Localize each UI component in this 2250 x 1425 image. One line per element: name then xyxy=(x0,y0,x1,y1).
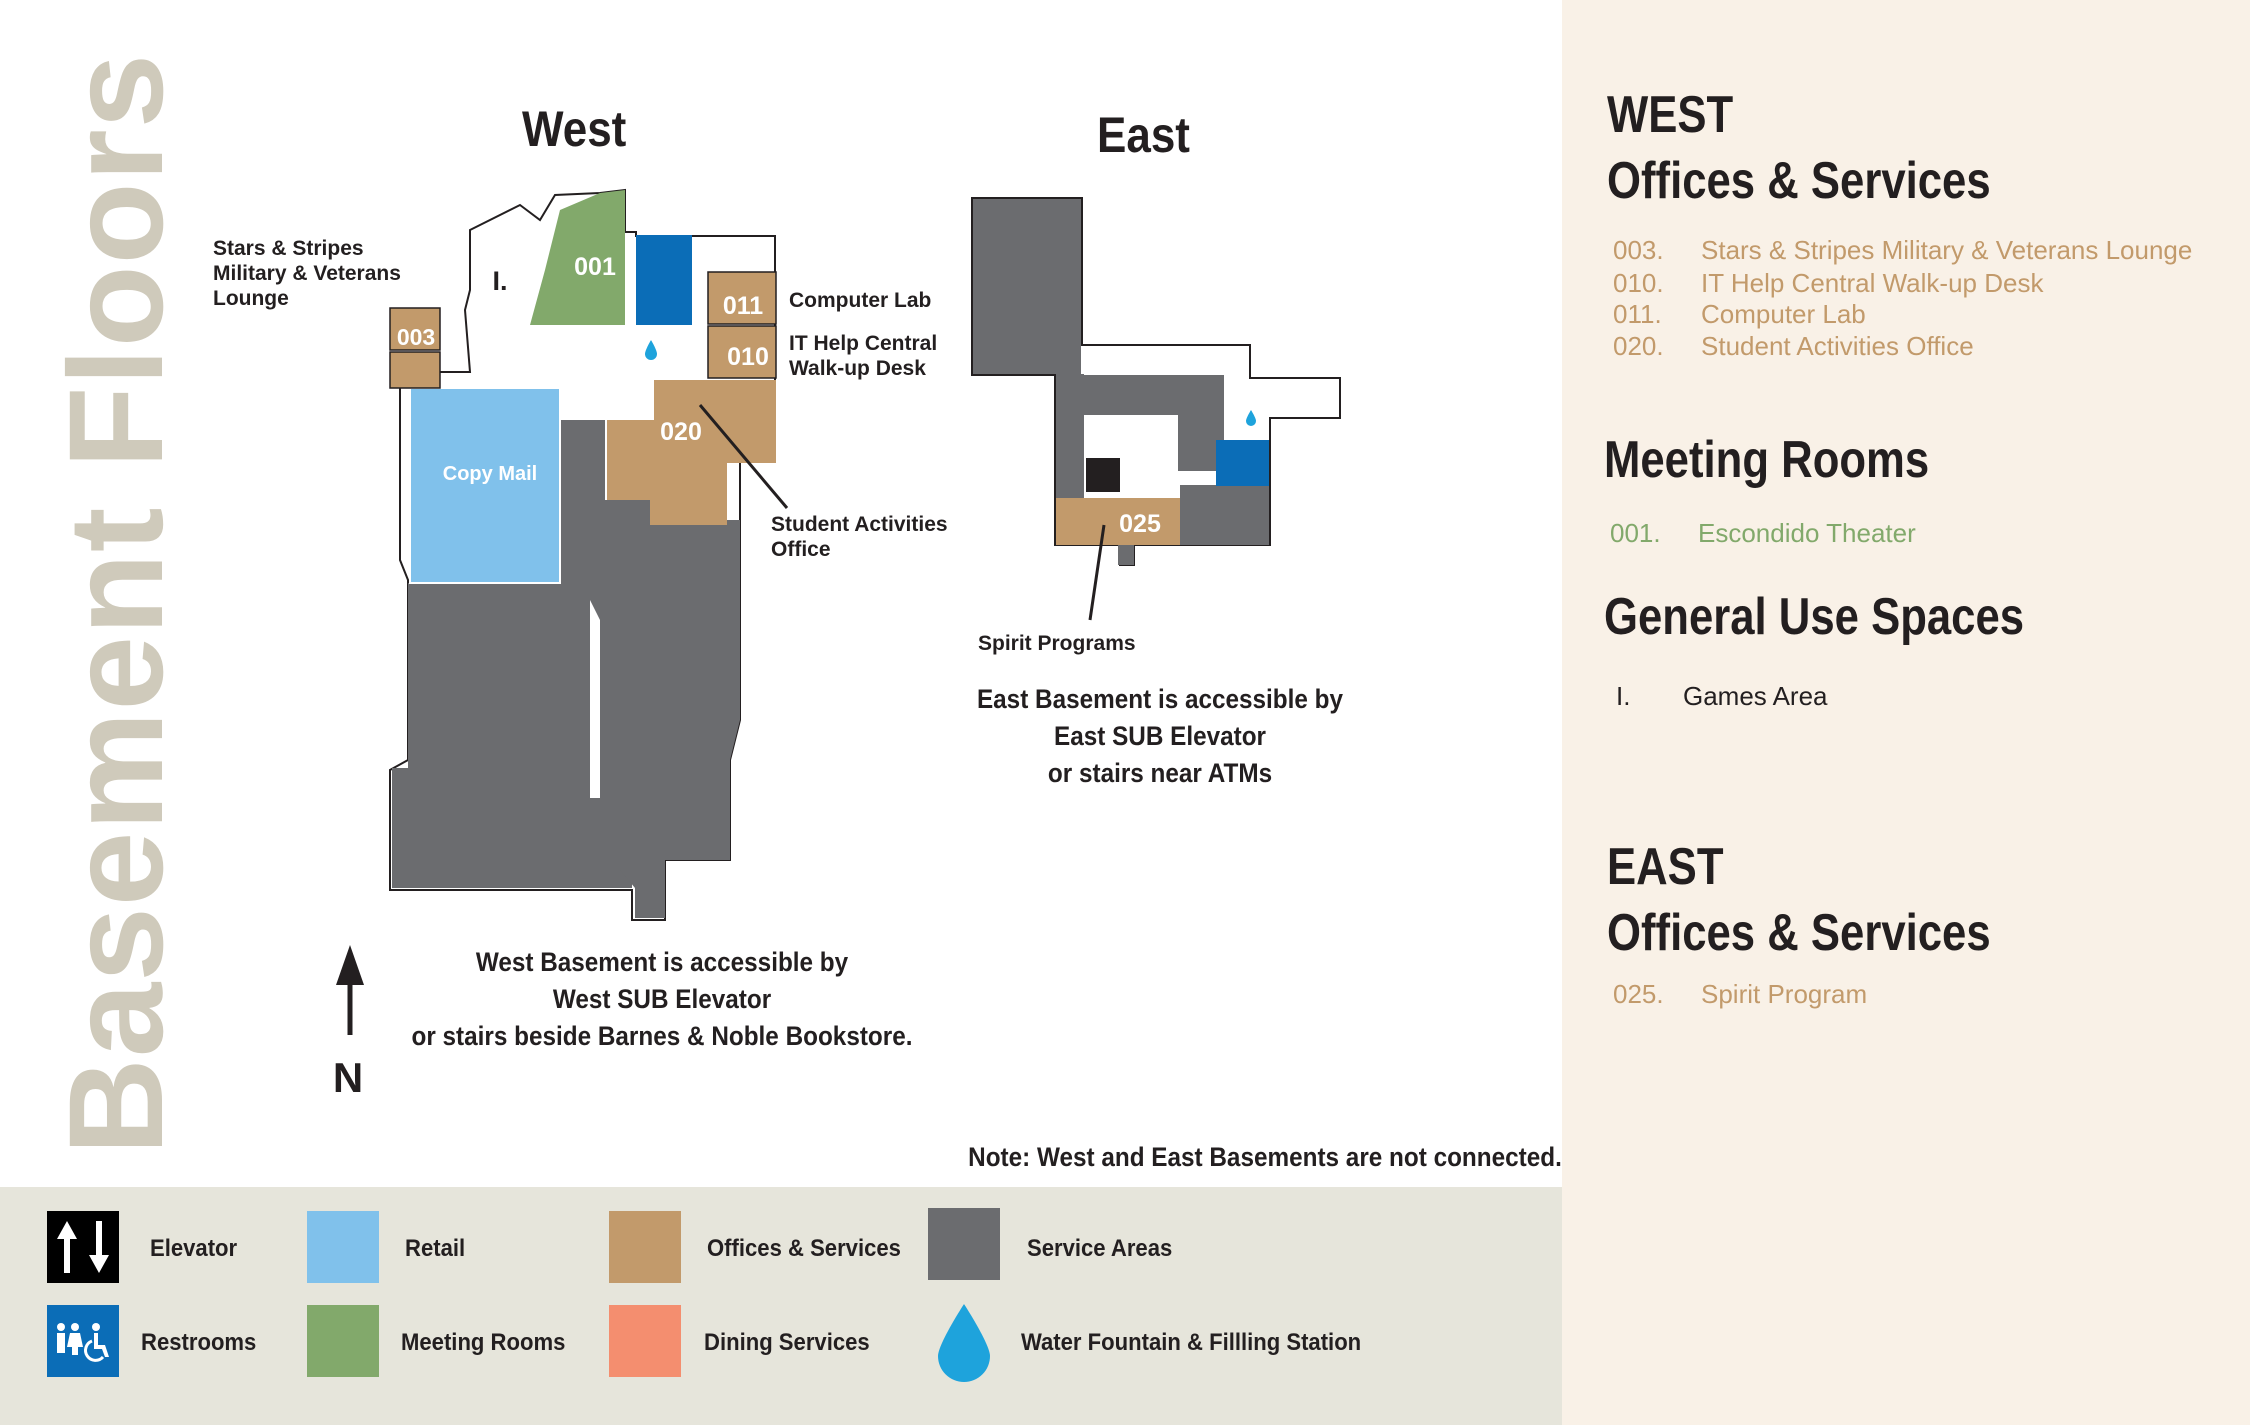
east-elevator-icon xyxy=(1086,458,1120,492)
legend-dining-label: Dining Services xyxy=(704,1329,870,1356)
east-service-north xyxy=(973,199,1081,374)
legend-offices-label: Offices & Services xyxy=(707,1235,901,1262)
student-activities-callout-line2: Office xyxy=(771,538,831,561)
west-water-fountain-icon xyxy=(645,340,657,360)
service-corridor xyxy=(560,420,590,780)
list-item-name: Games Area xyxy=(1683,681,1828,711)
west-offices-heading: WEST Offices & Services xyxy=(1607,82,1991,214)
room-025-label: 025 xyxy=(1119,510,1161,538)
east-access-line3: or stairs near ATMs xyxy=(1047,758,1273,788)
office-025 xyxy=(1056,498,1180,545)
meeting-room-001 xyxy=(530,190,625,325)
west-heading: West xyxy=(522,101,627,157)
list-item-name: Computer Lab xyxy=(1701,299,1866,329)
east-water-fountain-icon xyxy=(1246,410,1256,426)
list-item-name: Stars & Stripes Military & Veterans Loun… xyxy=(1701,235,2193,265)
list-item-number: 011. xyxy=(1613,299,1662,329)
east-service-corridor xyxy=(1056,374,1084,498)
east-offices-heading-line1: EAST xyxy=(1607,838,1724,896)
computer-lab-callout: Computer Lab xyxy=(789,289,932,312)
office-010 xyxy=(707,325,777,379)
room-003-label: 003 xyxy=(397,324,435,350)
legend-bar xyxy=(0,1187,1562,1425)
north-arrow-head-icon xyxy=(336,945,364,985)
meeting-rooms-heading: Meeting Rooms xyxy=(1604,431,1930,489)
not-connected-note: Note: West and East Basements are not co… xyxy=(968,1142,1562,1172)
retail-copy-mail xyxy=(409,387,561,584)
list-item-name: IT Help Central Walk-up Desk xyxy=(1701,268,2044,298)
east-stair-box xyxy=(1118,545,1134,565)
legend-restrooms-label: Restrooms xyxy=(141,1329,257,1356)
west-floor-plan: 001 003 011 010 020 I. Copy Mail xyxy=(389,188,789,921)
retail-swatch xyxy=(307,1211,379,1283)
leader-line-020 xyxy=(698,404,789,509)
floor-plan-map: 001 003 011 010 020 I. Copy Mail 025 N xyxy=(333,188,1341,1101)
list-item-name: Escondido Theater xyxy=(1698,518,1916,548)
room-011-label: 011 xyxy=(723,292,763,320)
west-access-line1: West Basement is accessible by xyxy=(475,947,849,977)
east-access-line1: East Basement is accessible by xyxy=(976,684,1344,714)
list-item-number: 010. xyxy=(1613,268,1664,298)
legend-meeting-label: Meeting Rooms xyxy=(401,1329,566,1356)
west-restrooms xyxy=(636,235,692,325)
copy-mail-label: Copy Mail xyxy=(443,463,537,485)
north-label: N xyxy=(333,1054,363,1101)
east-heading: East xyxy=(1097,107,1190,163)
list-item-name: Student Activities Office xyxy=(1701,331,1974,361)
east-offices-heading: EAST Offices & Services xyxy=(1607,834,1991,966)
directory-sidebar xyxy=(1562,0,2250,1425)
meeting-swatch xyxy=(307,1305,379,1377)
room-001-label: 001 xyxy=(574,253,616,281)
leader-line-025 xyxy=(1088,524,1106,621)
general-use-heading: General Use Spaces xyxy=(1604,588,2025,646)
room-020-label: 020 xyxy=(660,418,702,446)
east-service-southeast xyxy=(1180,485,1269,545)
east-restrooms xyxy=(1216,440,1269,486)
office-003-annex xyxy=(389,351,441,389)
list-item-number: 003. xyxy=(1613,235,1664,265)
it-help-callout-line2: Walk-up Desk xyxy=(789,357,926,380)
legend-service-label: Service Areas xyxy=(1027,1235,1173,1262)
service-swatch xyxy=(928,1208,1000,1280)
office-020 xyxy=(607,380,776,525)
service-area-central xyxy=(560,420,740,918)
legend-elevator-label: Elevator xyxy=(150,1235,238,1262)
office-003 xyxy=(389,307,441,351)
student-activities-callout: Student Activities Office xyxy=(771,512,948,562)
lounge-callout-line2: Military & Veterans xyxy=(213,262,401,285)
list-item-number: 020. xyxy=(1613,331,1664,361)
spirit-programs-callout: Spirit Programs xyxy=(978,632,1136,655)
list-item-number: I. xyxy=(1616,681,1631,711)
west-offices-heading-line2: Offices & Services xyxy=(1607,152,1991,210)
it-help-callout: IT Help Central Walk-up Desk xyxy=(789,331,937,381)
list-item-name: Spirit Program xyxy=(1701,979,1868,1009)
restroom-swatch-icon xyxy=(47,1305,119,1377)
east-access-note: East Basement is accessible by East SUB … xyxy=(926,681,1394,792)
list-item-number: 025. xyxy=(1613,979,1664,1009)
legend-retail-label: Retail xyxy=(405,1235,466,1262)
dining-swatch xyxy=(609,1305,681,1377)
room-010-label: 010 xyxy=(727,343,769,371)
office-011 xyxy=(707,271,777,325)
east-offices-heading-line2: Offices & Services xyxy=(1607,904,1991,962)
student-activities-callout-line1: Student Activities xyxy=(771,513,948,536)
east-access-line2: East SUB Elevator xyxy=(1053,721,1267,751)
west-access-note: West Basement is accessible by West SUB … xyxy=(383,944,941,1055)
offices-swatch xyxy=(609,1211,681,1283)
legend-water-label: Water Fountain & Fillling Station xyxy=(1021,1329,1362,1356)
lounge-callout: Stars & Stripes Military & Veterans Loun… xyxy=(213,236,401,311)
west-access-line3: or stairs beside Barnes & Noble Bookstor… xyxy=(411,1021,913,1051)
east-floor-plan: 025 xyxy=(971,197,1341,621)
north-arrow: N xyxy=(333,945,364,1101)
west-access-line2: West SUB Elevator xyxy=(552,984,772,1014)
games-area-label: I. xyxy=(492,266,507,296)
it-help-callout-line1: IT Help Central xyxy=(789,332,938,355)
east-service-middle xyxy=(1084,375,1224,415)
west-offices-heading-line1: WEST xyxy=(1607,86,1734,144)
lounge-callout-line3: Lounge xyxy=(213,287,289,310)
water-drop-icon xyxy=(928,1302,1000,1382)
lounge-callout-line1: Stars & Stripes xyxy=(213,237,364,260)
elevator-swatch-icon xyxy=(47,1211,119,1283)
list-item-number: 001. xyxy=(1610,518,1661,548)
